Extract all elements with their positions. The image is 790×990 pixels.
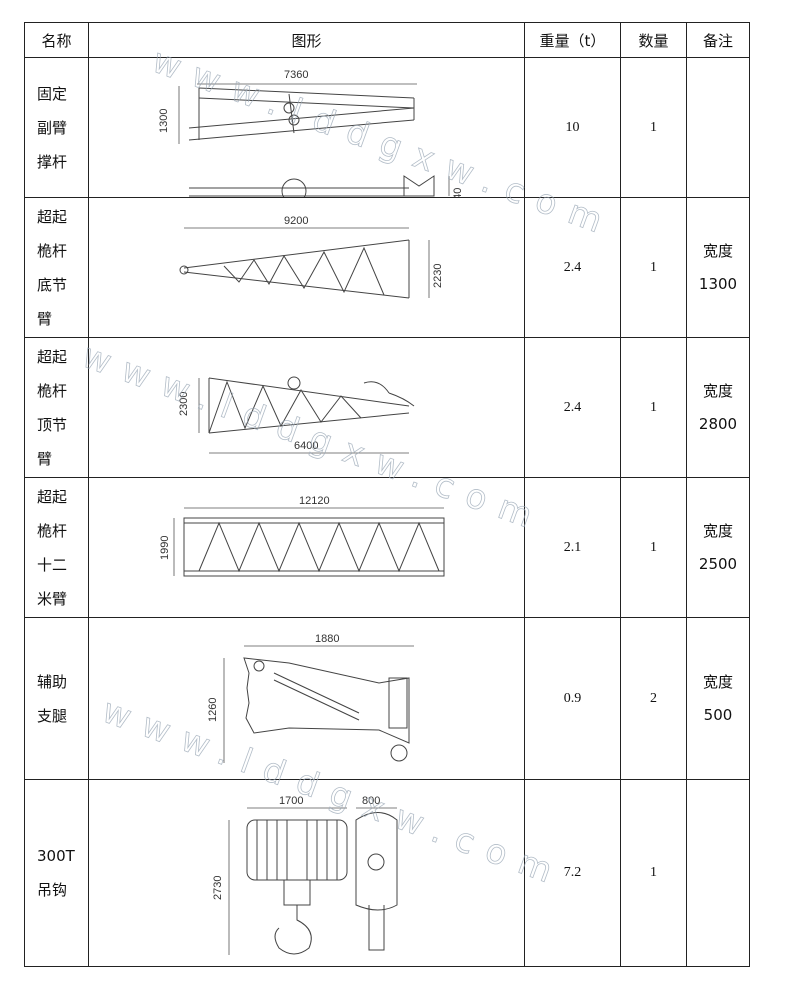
table-row: 300T 吊钩 bbox=[24, 779, 750, 967]
outrigger-drawing: 1880 1260 bbox=[207, 633, 414, 763]
name-line: 300T bbox=[37, 847, 75, 865]
name-line: 超起 bbox=[37, 207, 68, 226]
note-line: 宽度 bbox=[702, 672, 733, 691]
qty-cell: 1 bbox=[620, 477, 687, 618]
table-row: 固定 副臂 撑杆 bbox=[24, 57, 750, 198]
spec-table: 名称 图形 重量（t） 数量 备注 固定 副臂 撑杆 bbox=[24, 22, 750, 967]
name-line: 超起 bbox=[37, 487, 68, 506]
note-line: 宽度 bbox=[702, 521, 733, 540]
note-line: 宽度 bbox=[702, 241, 733, 260]
mast-top-drawing: 2300 6400 bbox=[178, 376, 415, 454]
table-row: 超起 桅杆 底节 臂 9200 2230 bbox=[24, 197, 750, 338]
dim-label: 1990 bbox=[159, 536, 171, 560]
name-line: 吊钩 bbox=[37, 881, 68, 899]
qty-cell: 1 bbox=[620, 337, 687, 478]
qty-cell: 1 bbox=[620, 197, 687, 338]
figure-cell: 1880 1260 bbox=[88, 617, 525, 780]
dim-label: 6400 bbox=[294, 440, 318, 452]
qty-cell: 2 bbox=[620, 617, 687, 780]
dim-label: 9200 bbox=[284, 215, 308, 227]
weight-cell: 2.4 bbox=[524, 197, 621, 338]
dim-label: 1700 bbox=[279, 795, 303, 807]
name-line: 底节 bbox=[37, 275, 68, 294]
note-cell: 宽度 2800 bbox=[686, 337, 750, 478]
name-line: 顶节 bbox=[37, 415, 68, 434]
qty-cell: 1 bbox=[620, 57, 687, 198]
note-line: 2500 bbox=[698, 554, 738, 573]
header-row: 名称 图形 重量（t） 数量 备注 bbox=[24, 22, 750, 58]
name-line: 臂 bbox=[37, 309, 53, 328]
note-line: 2800 bbox=[698, 414, 738, 433]
row-name: 辅助 支腿 bbox=[24, 617, 89, 780]
header-figure: 图形 bbox=[88, 22, 525, 58]
row-name: 超起 桅杆 底节 臂 bbox=[24, 197, 89, 338]
weight-cell: 0.9 bbox=[524, 617, 621, 780]
hook-drawing: 1700 800 2730 bbox=[212, 795, 398, 955]
figure-cell: 7360 1300 840 bbox=[88, 57, 525, 198]
name-line: 副臂 bbox=[37, 118, 68, 137]
row-name: 超起 桅杆 十二 米臂 bbox=[24, 477, 89, 618]
header-weight: 重量（t） bbox=[524, 22, 621, 58]
row-name: 固定 副臂 撑杆 bbox=[24, 57, 89, 198]
note-cell: 宽度 500 bbox=[686, 617, 750, 780]
mast-base-drawing: 9200 2230 bbox=[179, 215, 444, 299]
table-row: 超起 桅杆 顶节 臂 2300 bbox=[24, 337, 750, 478]
dim-label: 2730 bbox=[212, 876, 224, 900]
dim-label: 12120 bbox=[299, 495, 330, 507]
dim-label: 1300 bbox=[158, 109, 170, 133]
weight-cell: 2.4 bbox=[524, 337, 621, 478]
header-note: 备注 bbox=[686, 22, 750, 58]
header-qty: 数量 bbox=[620, 22, 687, 58]
name-line: 米臂 bbox=[37, 589, 68, 608]
name-line: 桅杆 bbox=[37, 241, 68, 260]
dim-label: 1260 bbox=[207, 698, 219, 722]
name-line: 支腿 bbox=[37, 706, 68, 725]
note-line: 500 bbox=[703, 705, 733, 724]
table-row: 超起 桅杆 十二 米臂 12120 1990 2.1 bbox=[24, 477, 750, 618]
figure-cell: 9200 2230 bbox=[88, 197, 525, 338]
row-name: 超起 桅杆 顶节 臂 bbox=[24, 337, 89, 478]
note-cell: 宽度 1300 bbox=[686, 197, 750, 338]
header-name: 名称 bbox=[24, 22, 89, 58]
name-line: 固定 bbox=[37, 84, 68, 103]
qty-cell: 1 bbox=[620, 779, 687, 967]
dim-label: 1880 bbox=[315, 633, 339, 645]
weight-cell: 2.1 bbox=[524, 477, 621, 618]
row-name: 300T 吊钩 bbox=[24, 779, 89, 967]
figure-cell: 12120 1990 bbox=[88, 477, 525, 618]
note-cell bbox=[686, 779, 750, 967]
jib-strut-drawing: 7360 1300 840 bbox=[158, 69, 464, 197]
dim-label: 800 bbox=[362, 795, 380, 807]
name-line: 桅杆 bbox=[37, 381, 68, 400]
dim-label: 2230 bbox=[432, 264, 444, 288]
dim-label: 840 bbox=[452, 188, 464, 197]
mast-12m-drawing: 12120 1990 bbox=[159, 495, 445, 577]
figure-cell: 2300 6400 bbox=[88, 337, 525, 478]
dim-label: 2300 bbox=[178, 392, 190, 416]
dim-label: 7360 bbox=[284, 69, 308, 81]
name-line: 超起 bbox=[37, 347, 68, 366]
weight-cell: 7.2 bbox=[524, 779, 621, 967]
note-cell bbox=[686, 57, 750, 198]
note-line: 1300 bbox=[698, 274, 738, 293]
name-line: 十二 bbox=[37, 555, 68, 574]
note-cell: 宽度 2500 bbox=[686, 477, 750, 618]
name-line: 桅杆 bbox=[37, 521, 68, 540]
name-line: 撑杆 bbox=[37, 152, 68, 171]
name-line: 辅助 bbox=[37, 672, 68, 691]
table-row: 辅助 支腿 1880 1260 0.9 bbox=[24, 617, 750, 780]
note-line: 宽度 bbox=[702, 381, 733, 400]
weight-cell: 10 bbox=[524, 57, 621, 198]
figure-cell: 1700 800 2730 bbox=[88, 779, 525, 967]
name-line: 臂 bbox=[37, 449, 53, 468]
